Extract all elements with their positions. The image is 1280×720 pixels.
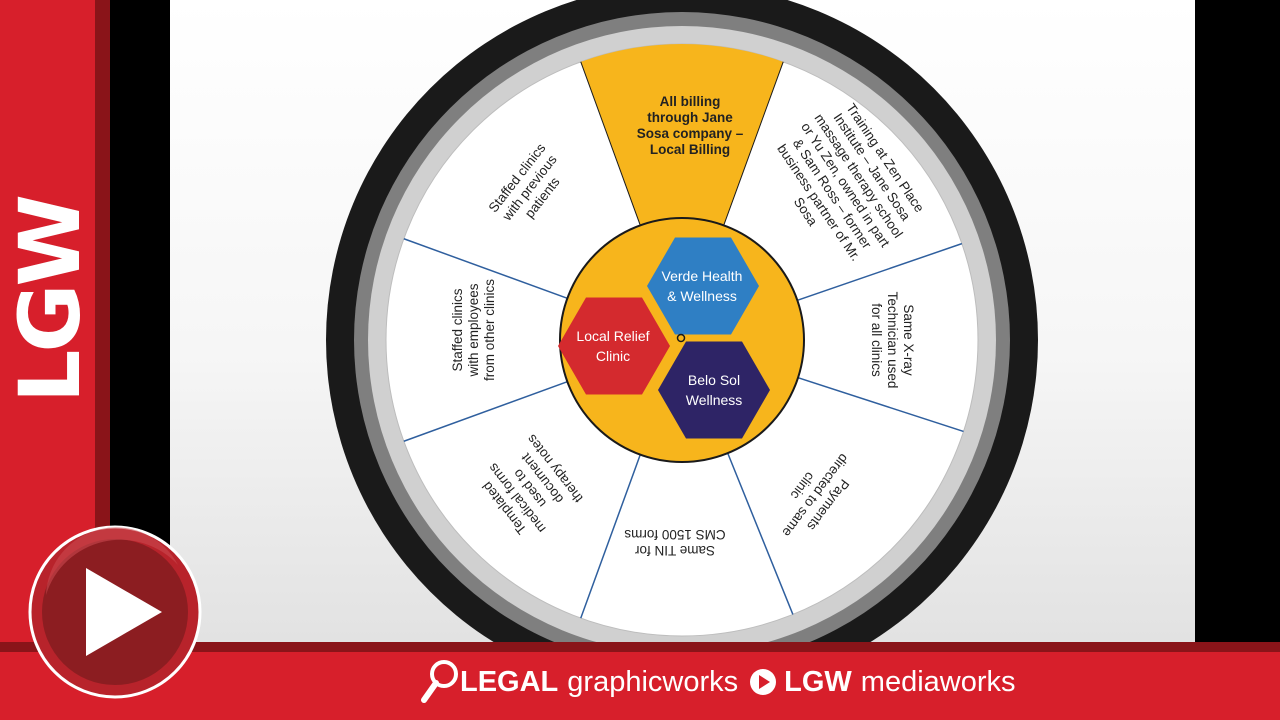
hub-label-line: Verde Health <box>661 268 743 284</box>
hub-label-line: Belo Sol <box>687 372 741 388</box>
segment-label-line: All billing <box>659 94 721 109</box>
small-play-icon <box>750 669 777 695</box>
segment-divider <box>580 61 641 226</box>
segment-label-line: Local Billing <box>649 142 731 157</box>
segment-label-line: Technician used <box>885 291 900 389</box>
highlighted-segment <box>580 43 784 226</box>
segment-label-line: Same TIN for <box>634 543 716 558</box>
hub-label-line: Clinic <box>595 348 631 364</box>
segment-divider <box>403 381 568 442</box>
hub-label-line: & Wellness <box>667 288 737 304</box>
hub-label-local-relief: Local Relief Clinic <box>576 326 649 366</box>
segment-label-line: Staffed clinics <box>450 288 465 372</box>
play-button[interactable] <box>28 525 203 700</box>
brand-legal: LEGAL <box>460 665 559 698</box>
segment-divider <box>797 242 963 301</box>
segment-label-line: for all clinics <box>869 303 884 377</box>
side-logo: LGW <box>1 196 99 404</box>
segment-divider <box>580 454 641 619</box>
brand-lgw: LGW <box>784 665 852 698</box>
segment-label-line: through Jane <box>647 110 733 125</box>
segment-label-line: from other clinics <box>482 278 497 382</box>
bar-edge <box>0 642 1280 652</box>
segment-divider <box>727 452 794 615</box>
hub-label-line: Local Relief <box>576 328 650 344</box>
segment-label-line: with employees <box>466 283 481 377</box>
play-icon <box>28 525 202 699</box>
hex-local-relief <box>558 297 670 395</box>
brand-mediaworks: mediaworks <box>860 665 1016 698</box>
hub-center-dot <box>676 333 686 343</box>
segment-dividers <box>403 61 964 619</box>
hex-verde-health <box>647 237 759 335</box>
magnifier-icon <box>421 660 458 703</box>
brand-graphicworks: graphicworks <box>567 665 739 698</box>
segment-divider <box>403 238 568 299</box>
hub-label-belo-sol: Belo Sol Wellness <box>686 370 743 410</box>
hub-label-verde: Verde Health & Wellness <box>662 266 743 306</box>
hub-label-line: Wellness <box>685 392 743 408</box>
segment-label-line: CMS 1500 forms <box>624 527 726 542</box>
segment-divider <box>797 376 964 433</box>
hex-belo-sol <box>658 341 770 439</box>
segment-divider <box>723 61 784 226</box>
segment-label-line: Same X-ray <box>901 304 916 376</box>
bottom-brand-bar <box>0 642 1280 720</box>
footer-brand: LEGAL graphicworks LGW mediaworks <box>420 655 1016 709</box>
segment-label-line: Sosa company – <box>636 126 744 141</box>
